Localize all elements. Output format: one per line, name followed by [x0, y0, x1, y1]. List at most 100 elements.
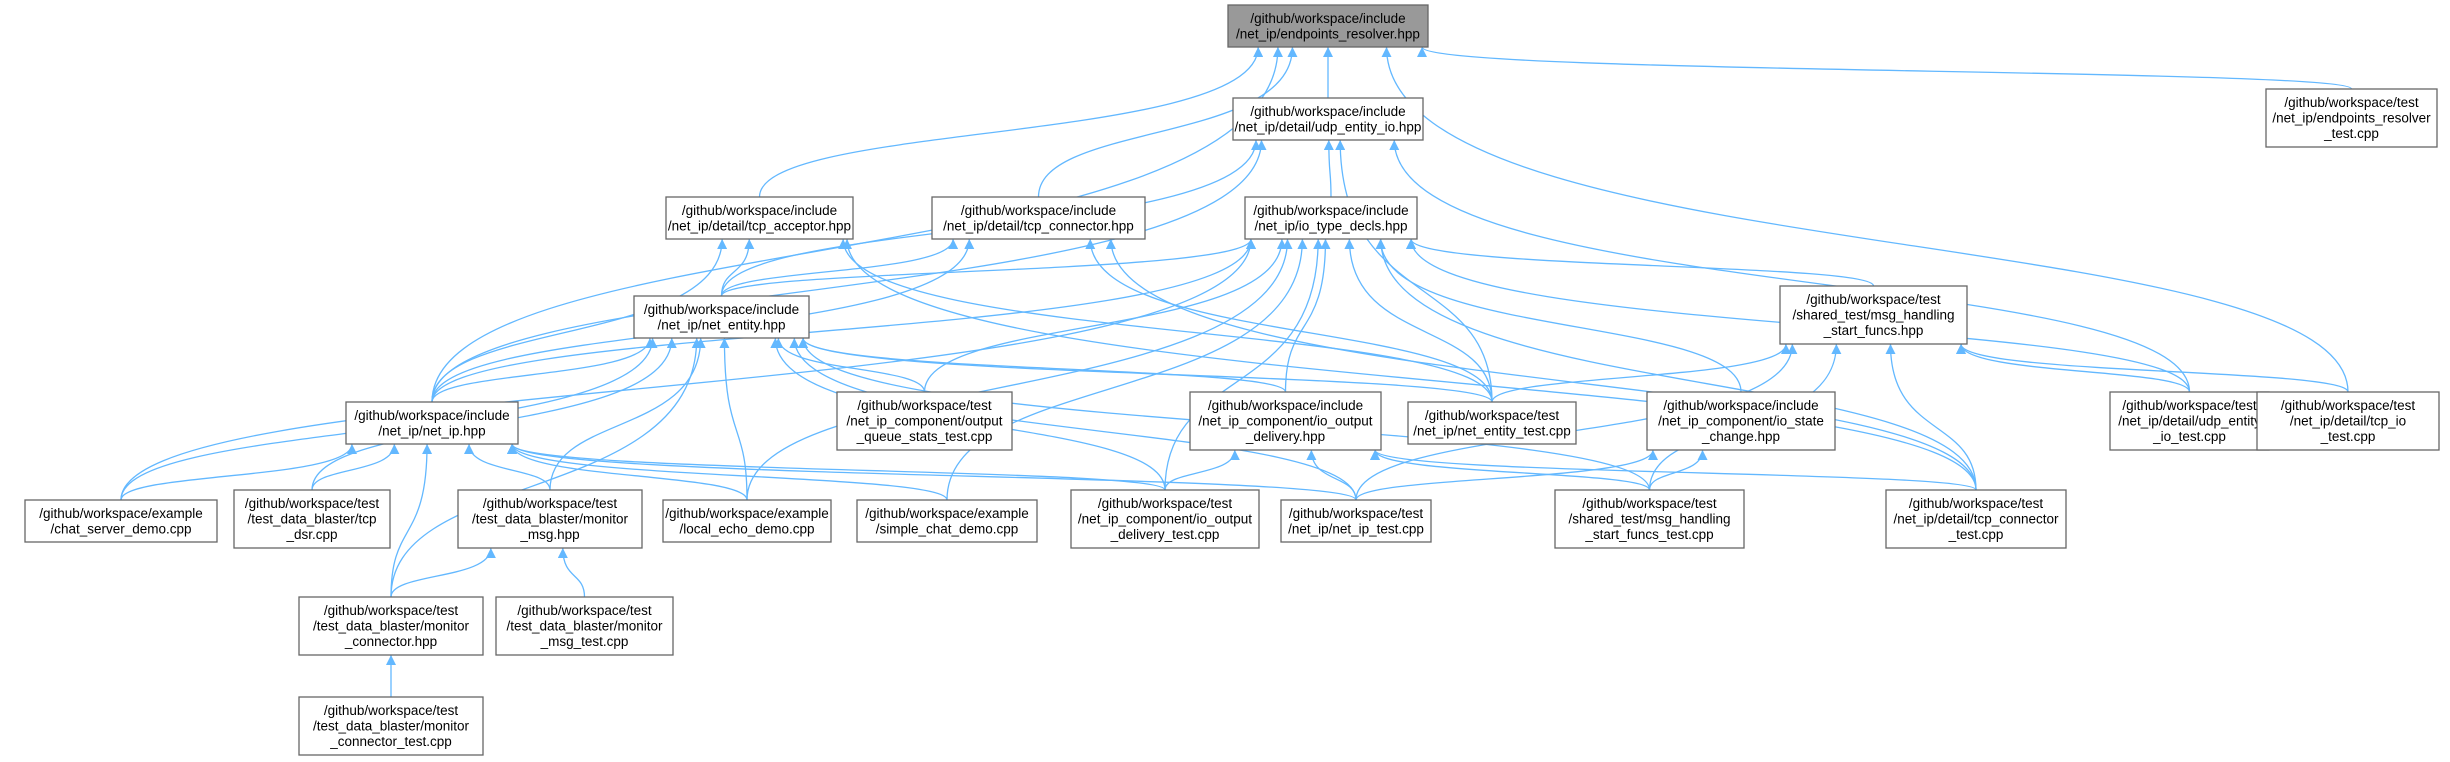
node-label-line: /github/workspace/include	[682, 203, 837, 218]
node-label-line: /github/workspace/test	[1582, 496, 1717, 511]
node-box	[1646, 391, 1836, 451]
node-label-line: /shared_test/msg_handling	[1792, 308, 1954, 323]
node-box	[298, 596, 484, 656]
node-box	[1070, 489, 1260, 549]
dependency-edge-msg-handling-start-funcs-hpp-to-io-type-decls-hpp	[1406, 238, 1875, 287]
node-box	[495, 596, 674, 656]
node-label-line: _queue_stats_test.cpp	[856, 429, 993, 444]
node-label-line: /net_ip/detail/udp_entity_io.hpp	[1235, 119, 1422, 134]
dependency-edge-net-ip-hpp-to-tcp-acceptor-hpp	[431, 238, 728, 403]
node-box	[1554, 489, 1745, 549]
node-label-line: /github/workspace/test	[483, 496, 618, 511]
graph-node-tcp-dsr-cpp[interactable]: /github/workspace/test/test_data_blaster…	[233, 489, 391, 549]
dependency-edge-local-echo-demo-cpp-to-net-entity-hpp	[719, 337, 748, 501]
node-label-line: /github/workspace/test	[324, 703, 459, 718]
dependency-edge-io-output-delivery-hpp-to-io-type-decls-hpp	[1284, 238, 1331, 393]
graph-node-udp-entity-io-hpp[interactable]: /github/workspace/include/net_ip/detail/…	[1232, 97, 1424, 141]
graph-node-udp-entity-io-test-cpp[interactable]: /github/workspace/test/net_ip/detail/udp…	[2109, 391, 2270, 451]
nodes-layer: /github/workspace/include/net_ip/endpoin…	[24, 4, 2440, 756]
node-label-line: /github/workspace/include	[1663, 398, 1818, 413]
dependency-edge-tcp-connector-hpp-to-endpoints-resolver-hpp	[1037, 46, 1298, 198]
graph-node-monitor-connector-hpp[interactable]: /github/workspace/test/test_data_blaster…	[298, 596, 484, 656]
graph-node-msg-handling-start-funcs-hpp[interactable]: /github/workspace/test/shared_test/msg_h…	[1779, 285, 1968, 345]
dependency-edge-net-ip-test-cpp-to-io-state-change-hpp	[1355, 449, 1658, 501]
node-label-line: /github/workspace/test	[1425, 408, 1560, 423]
node-label-line: _test.cpp	[2323, 126, 2379, 141]
graph-node-monitor-connector-test-cpp[interactable]: /github/workspace/test/test_data_blaster…	[298, 696, 484, 756]
dependency-edge-tcp-acceptor-hpp-to-endpoints-resolver-hpp	[758, 46, 1264, 198]
node-label-line: /github/workspace/include	[961, 203, 1116, 218]
node-label-line: /net_ip/io_type_decls.hpp	[1254, 218, 1407, 233]
graph-node-msg-handling-start-funcs-test-cpp[interactable]: /github/workspace/test/shared_test/msg_h…	[1554, 489, 1745, 549]
graph-node-monitor-msg-test-cpp[interactable]: /github/workspace/test/test_data_blaster…	[495, 596, 674, 656]
dependency-edge-io-output-delivery-test-cpp-to-io-type-decls-hpp	[1164, 238, 1324, 491]
node-box	[345, 401, 519, 445]
dependency-edge-io-type-decls-hpp-to-udp-entity-io-hpp	[1323, 139, 1334, 198]
node-label-line: _connector.hpp	[344, 634, 437, 649]
dependency-edge-msg-handling-start-funcs-test-cpp-to-io-output-delivery-hpp	[1370, 449, 1651, 491]
node-label-line: /github/workspace/test	[857, 398, 992, 413]
graph-node-net-ip-test-cpp[interactable]: /github/workspace/test/net_ip/net_ip_tes…	[1280, 499, 1432, 543]
dependency-edge-output-queue-stats-test-cpp-to-net-entity-hpp	[773, 337, 926, 393]
node-label-line: /github/workspace/example	[665, 506, 829, 521]
graph-node-io-state-change-hpp[interactable]: /github/workspace/include/net_ip_compone…	[1646, 391, 1836, 451]
node-label-line: _change.hpp	[1701, 429, 1780, 444]
graph-node-net-entity-hpp[interactable]: /github/workspace/include/net_ip/net_ent…	[633, 295, 810, 339]
graph-node-net-entity-test-cpp[interactable]: /github/workspace/test/net_ip/net_entity…	[1407, 401, 1577, 445]
node-label-line: /github/workspace/test	[324, 603, 459, 618]
node-label-line: /github/workspace/test	[1098, 496, 1233, 511]
graph-node-endpoints-resolver-test-cpp[interactable]: /github/workspace/test/net_ip/endpoints_…	[2265, 88, 2438, 148]
node-label-line: /github/workspace/include	[354, 408, 509, 423]
graph-node-output-queue-stats-test-cpp[interactable]: /github/workspace/test/net_ip_component/…	[836, 391, 1013, 451]
node-label-line: /net_ip_component/io_state	[1658, 414, 1824, 429]
dependency-edge-net-ip-test-cpp-to-io-output-delivery-hpp	[1306, 449, 1357, 501]
node-label-line: /github/workspace/test	[1289, 506, 1424, 521]
graph-node-tcp-acceptor-hpp[interactable]: /github/workspace/include/net_ip/detail/…	[665, 196, 854, 240]
node-label-line: /github/workspace/test	[2122, 398, 2257, 413]
node-label-line: /net_ip_component/io_output	[1198, 414, 1372, 429]
graph-node-chat-server-demo-cpp[interactable]: /github/workspace/example/chat_server_de…	[24, 499, 218, 543]
graph-node-local-echo-demo-cpp[interactable]: /github/workspace/example/local_echo_dem…	[662, 499, 832, 543]
graph-node-tcp-connector-test-cpp[interactable]: /github/workspace/test/net_ip/detail/tcp…	[1885, 489, 2067, 549]
node-label-line: /github/workspace/test	[2284, 95, 2419, 110]
node-label-line: /net_ip/endpoints_resolver	[2272, 111, 2431, 126]
graph-node-monitor-msg-hpp[interactable]: /github/workspace/test/test_data_blaster…	[457, 489, 643, 549]
node-label-line: /net_ip/net_entity.hpp	[657, 317, 785, 332]
graph-node-endpoints-resolver-hpp[interactable]: /github/workspace/include/net_ip/endpoin…	[1227, 4, 1429, 48]
node-label-line: /net_ip/net_ip_test.cpp	[1288, 521, 1424, 536]
node-box	[1407, 401, 1577, 445]
graph-node-io-output-delivery-test-cpp[interactable]: /github/workspace/test/net_ip_component/…	[1070, 489, 1260, 549]
node-label-line: /net_ip/detail/udp_entity	[2118, 414, 2261, 429]
node-label-line: /test_data_blaster/monitor	[472, 512, 629, 527]
node-box	[1232, 97, 1424, 141]
node-box	[233, 489, 391, 549]
node-label-line: /github/workspace/example	[39, 506, 203, 521]
node-box	[2256, 391, 2440, 451]
dependency-edge-monitor-connector-hpp-to-net-entity-hpp	[390, 337, 702, 598]
node-box	[24, 499, 218, 543]
edges-layer	[120, 46, 2353, 697]
node-box	[836, 391, 1013, 451]
graph-node-tcp-connector-hpp[interactable]: /github/workspace/include/net_ip/detail/…	[931, 196, 1146, 240]
graph-node-io-output-delivery-hpp[interactable]: /github/workspace/include/net_ip_compone…	[1189, 391, 1382, 451]
graph-node-io-type-decls-hpp[interactable]: /github/workspace/include/net_ip/io_type…	[1244, 196, 1418, 240]
node-box	[931, 196, 1146, 240]
dependency-edge-chat-server-demo-cpp-to-net-ip-hpp	[120, 443, 357, 501]
node-label-line: /simple_chat_demo.cpp	[876, 521, 1019, 536]
graph-node-net-ip-hpp[interactable]: /github/workspace/include/net_ip/net_ip.…	[345, 401, 519, 445]
dependency-edge-monitor-connector-hpp-to-net-ip-hpp	[390, 443, 433, 598]
dependency-edge-net-entity-test-cpp-to-tcp-connector-hpp	[1085, 238, 1493, 403]
graph-node-simple-chat-demo-cpp[interactable]: /github/workspace/example/simple_chat_de…	[856, 499, 1038, 543]
graph-node-tcp-io-test-cpp[interactable]: /github/workspace/test/net_ip/detail/tcp…	[2256, 391, 2440, 451]
dependency-edge-endpoints-resolver-test-cpp-to-endpoints-resolver-hpp	[1417, 46, 2353, 90]
node-label-line: /net_ip/net_entity_test.cpp	[1413, 423, 1571, 438]
node-box	[856, 499, 1038, 543]
node-label-line: /github/workspace/test	[1806, 292, 1941, 307]
dependency-edge-net-ip-test-cpp-to-net-entity-hpp	[789, 337, 1357, 501]
node-label-line: /net_ip/detail/tcp_acceptor.hpp	[668, 218, 851, 233]
dependency-edge-tcp-connector-test-cpp-to-io-type-decls-hpp	[1375, 238, 1977, 491]
node-label-line: /chat_server_demo.cpp	[50, 521, 191, 536]
dependency-edge-net-ip-test-cpp-to-net-ip-hpp	[507, 443, 1357, 501]
dependency-edge-udp-entity-io-test-cpp-to-msg-handling-start-funcs-hpp	[1956, 343, 2191, 393]
node-box	[2265, 88, 2438, 148]
